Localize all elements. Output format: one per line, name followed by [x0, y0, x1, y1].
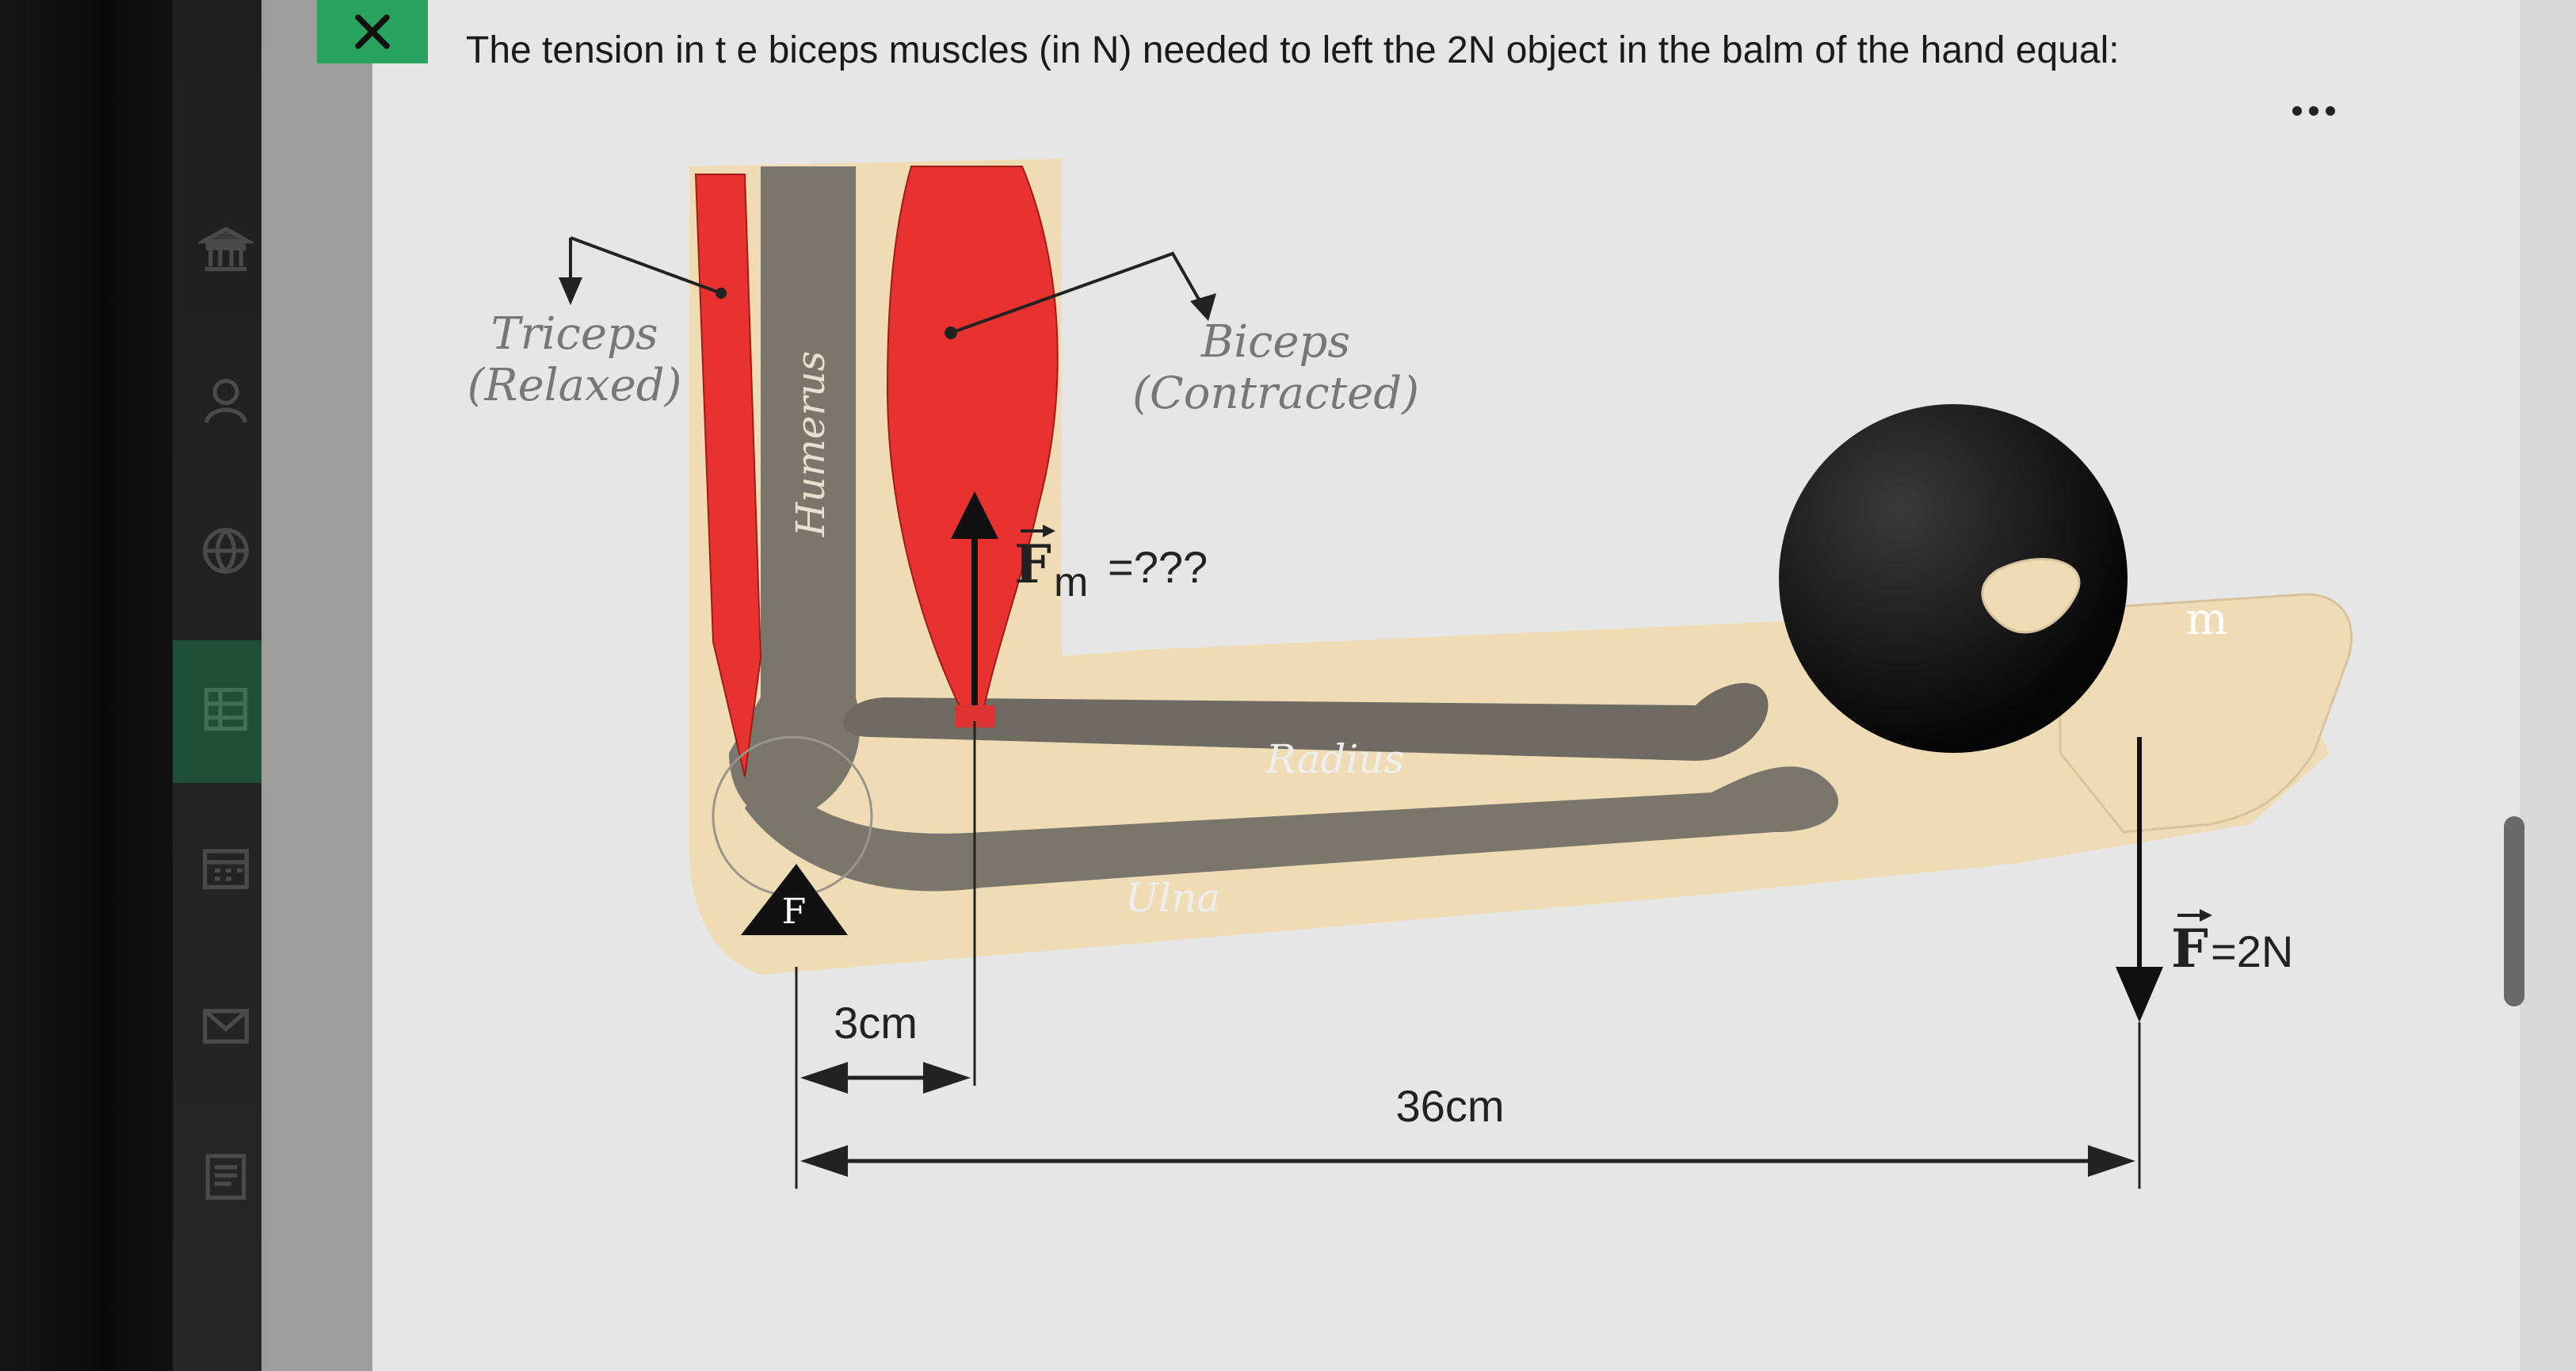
humerus-label: Humerus [788, 351, 834, 538]
arm-lever-diagram: F m Triceps (Relaxed) Humerus Biceps (Co… [467, 158, 2353, 1189]
triceps-leader-arrow [559, 277, 582, 305]
fingers [1981, 558, 2081, 634]
close-icon [355, 14, 390, 49]
ulna-bone [745, 766, 1838, 892]
radius-label: Radius [1265, 736, 1404, 782]
muscle-force-symbol: F [1014, 533, 1051, 595]
grid-icon[interactable] [198, 682, 254, 737]
person-icon[interactable] [198, 372, 254, 428]
mail-icon[interactable] [198, 999, 254, 1054]
mass-label: m [2185, 594, 2227, 645]
muscle-force-label: F m =??? [1014, 525, 1208, 605]
weight-force-symbol: F [2171, 918, 2208, 980]
hand [2059, 593, 2353, 834]
mass-ball [1779, 404, 2128, 753]
question-text: The tension in t e biceps muscles (in N)… [466, 29, 2120, 71]
short-distance-label: 3cm [834, 998, 918, 1048]
radius-bone [842, 682, 1769, 761]
bank-icon[interactable] [195, 222, 257, 277]
globe-icon[interactable] [198, 523, 254, 579]
biceps-label: Biceps [1200, 316, 1350, 368]
fulcrum-triangle [741, 864, 848, 935]
weight-force-label: F =2N [2171, 909, 2293, 980]
more-icon [2292, 106, 2335, 116]
muscle-force-subscript: m [1054, 559, 1088, 605]
close-button[interactable] [317, 0, 428, 63]
muscle-force-value: =??? [1108, 542, 1208, 592]
humerus-bone [729, 166, 861, 821]
fulcrum-label: F [782, 892, 807, 932]
scrollbar-thumb[interactable] [2504, 816, 2524, 1006]
weight-force-arrowhead [2116, 967, 2163, 1022]
more-button[interactable] [2286, 95, 2341, 127]
calendar-icon[interactable] [198, 840, 254, 896]
triceps-muscle [694, 174, 762, 777]
biceps-state-label: (Contracted) [1132, 368, 1419, 419]
document-icon[interactable] [198, 1149, 254, 1205]
card-shadow [261, 0, 380, 1371]
muscle-force-arrowhead [951, 491, 998, 539]
ulna-label: Ulna [1125, 875, 1220, 921]
triceps-state-label: (Relaxed) [467, 360, 682, 411]
long-distance-label: 36cm [1396, 1081, 1505, 1131]
weight-force-value: =2N [2211, 926, 2293, 976]
biceps-leader [950, 251, 1206, 334]
panel-edge [2520, 0, 2576, 1371]
triceps-label: Triceps [490, 308, 658, 360]
